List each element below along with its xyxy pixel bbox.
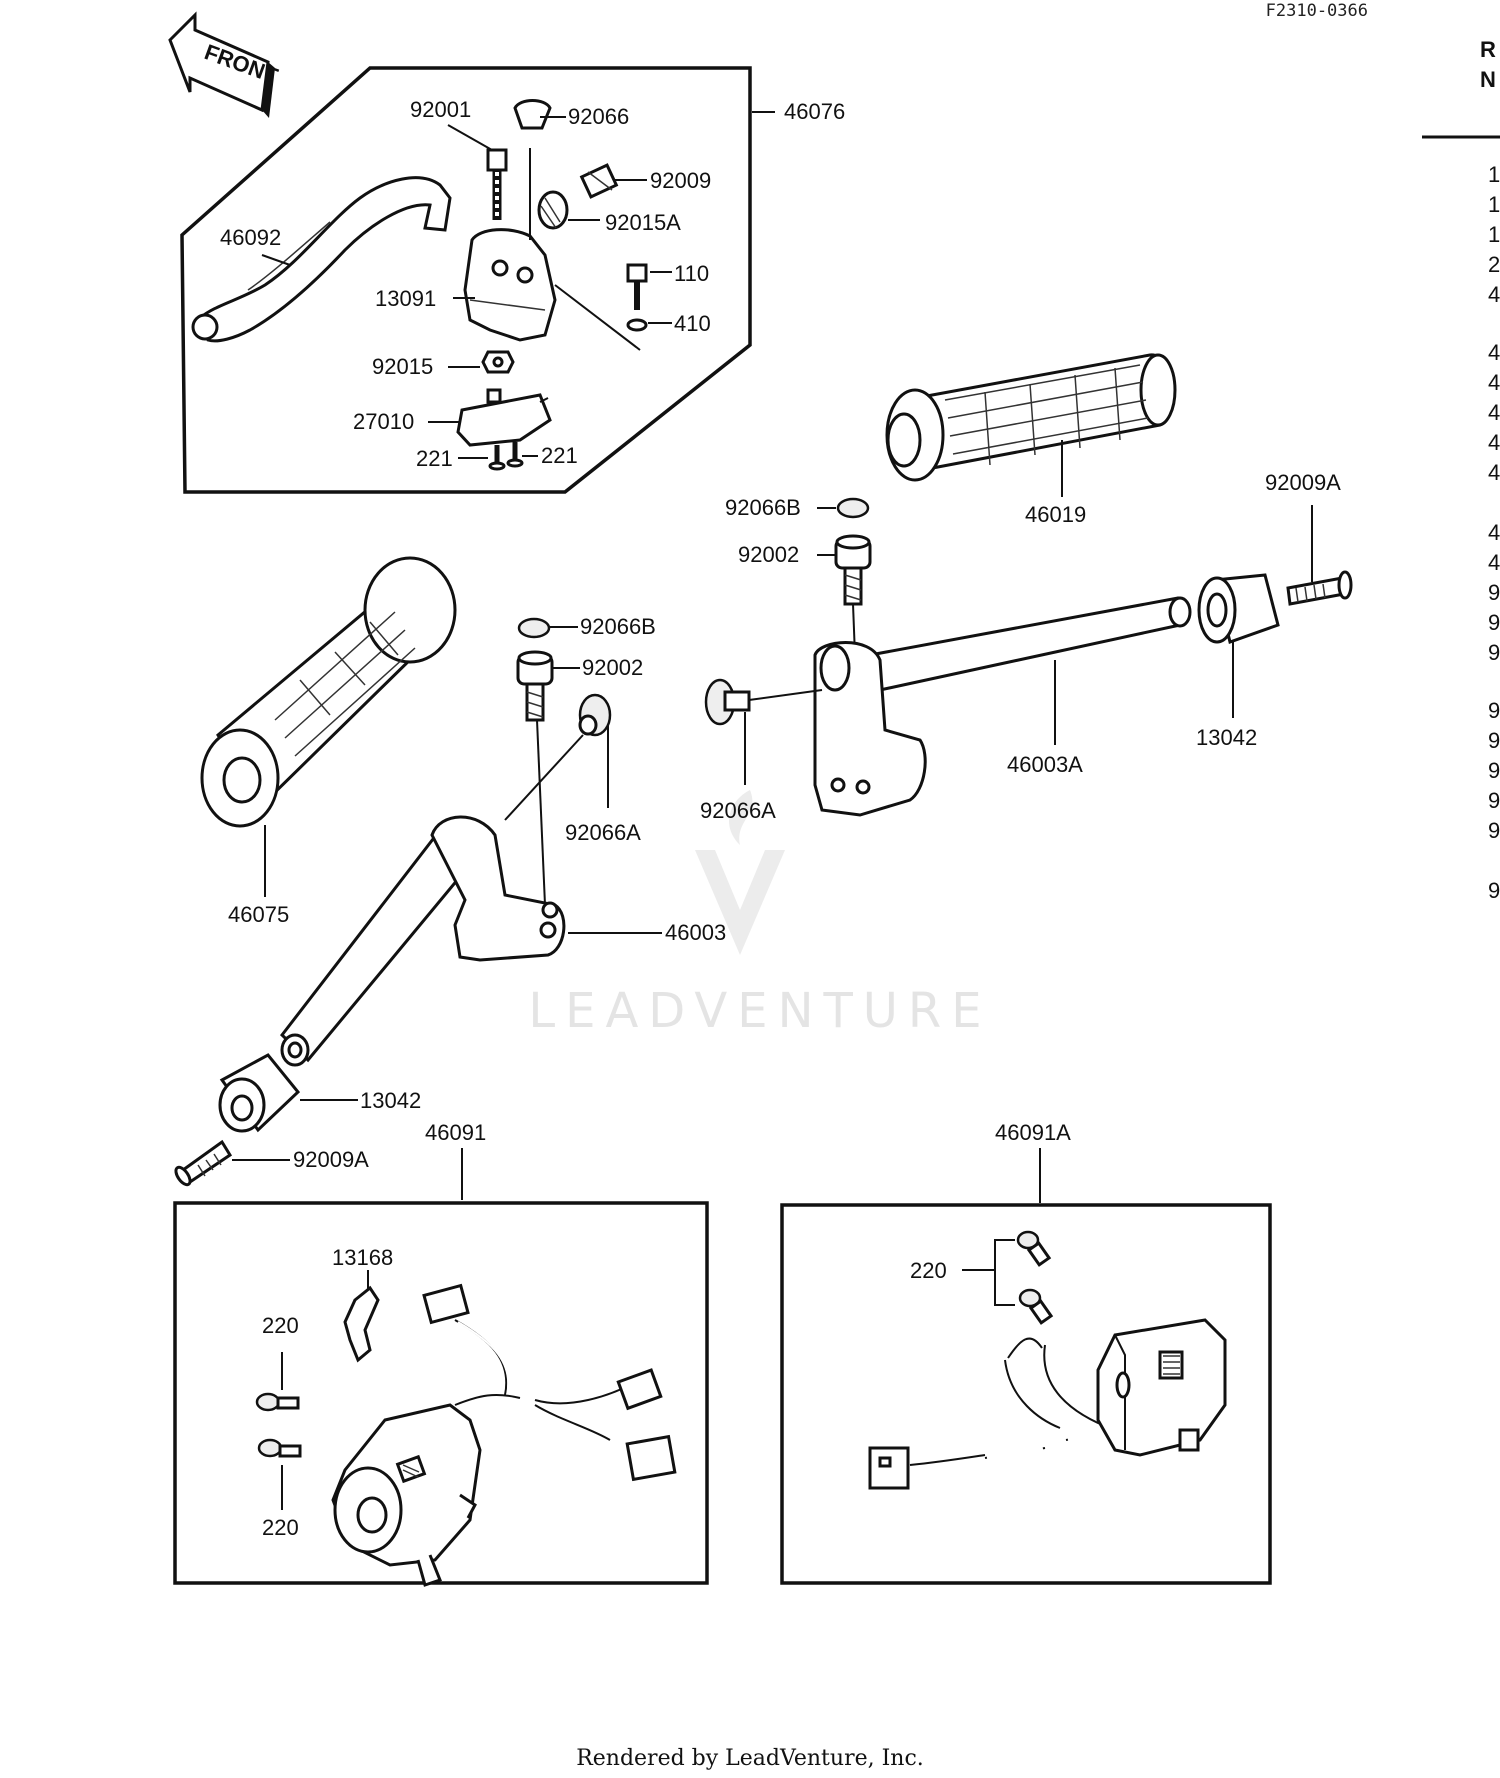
ref-row: 9: [1488, 698, 1500, 723]
callout-92009A-left: 92009A: [293, 1147, 369, 1172]
callout-27010: 27010: [353, 409, 414, 434]
callout-13091: 13091: [375, 286, 436, 311]
ref-header-line1: R: [1480, 37, 1496, 62]
ref-row: 1: [1488, 162, 1500, 187]
callout-13042-left: 13042: [360, 1088, 421, 1113]
bolt-92001: [486, 148, 508, 172]
switch-assembly-46091A: 46091A 220: [780, 1120, 1272, 1585]
ref-row: 4: [1488, 282, 1500, 307]
bracket-13091: [463, 228, 557, 342]
callout-221-left: 221: [416, 446, 453, 471]
footer-credit: Rendered by LeadVenture, Inc.: [576, 1746, 924, 1771]
switch-46091A-frame: [780, 1203, 1272, 1585]
handlebar-46003A: 92066B 92002 92066A 46003A 13042: [700, 470, 1353, 823]
ref-row: 9: [1488, 580, 1500, 605]
callout-92002-left: 92002: [582, 655, 643, 680]
cap-92066B-left: [517, 617, 551, 639]
handlebar-46003: 92066B 92002 92066A 46003 13042: [174, 614, 726, 1187]
ref-row: 9: [1488, 640, 1500, 665]
screw-110: [626, 263, 648, 283]
ref-row: 2: [1488, 252, 1500, 277]
callout-220-right: 220: [910, 1258, 947, 1283]
callout-46091A: 46091A: [995, 1120, 1071, 1145]
ref-row: 9: [1488, 788, 1500, 813]
ref-row: 4: [1488, 460, 1500, 485]
callout-110: 110: [674, 261, 709, 286]
cap-92066: [513, 99, 552, 130]
callout-92066A-left: 92066A: [565, 820, 641, 845]
ref-row: 4: [1488, 430, 1500, 455]
callout-46019: 46019: [1025, 502, 1086, 527]
callout-92066A-right: 92066A: [700, 798, 776, 823]
switch-assembly-46091: 46091 13168 220 220: [173, 1120, 709, 1587]
lever-46092: [198, 176, 452, 343]
callout-410: 410: [674, 311, 711, 336]
callout-46091: 46091: [425, 1120, 486, 1145]
watermark: LEADVENTURE: [528, 790, 991, 1039]
switch-46091-frame: [173, 1201, 709, 1585]
switch-27010: [456, 393, 552, 447]
callout-13042-right: 13042: [1196, 725, 1257, 750]
callout-46076: 46076: [784, 99, 845, 124]
ref-row: 9: [1488, 728, 1500, 753]
ref-row: 4: [1488, 520, 1500, 545]
front-arrow: FRONT: [168, 11, 282, 118]
callout-46092: 46092: [220, 225, 281, 250]
cap-92066B-right: [836, 497, 870, 519]
ref-row: 4: [1488, 400, 1500, 425]
ref-row: 1: [1488, 192, 1500, 217]
callout-13168: 13168: [332, 1245, 393, 1270]
ref-row: 1: [1488, 222, 1500, 247]
callout-92066: 92066: [568, 104, 629, 129]
diagram-code: F2310-0366: [1266, 1, 1368, 21]
callout-220-bottom: 220: [262, 1515, 299, 1540]
callout-220-top: 220: [262, 1313, 299, 1338]
ref-row: 4: [1488, 550, 1500, 575]
callout-221-right: 221: [541, 443, 578, 468]
ref-row: 9: [1488, 758, 1500, 783]
washer-410: [626, 318, 648, 332]
callout-92009A-right: 92009A: [1265, 470, 1341, 495]
callout-92066B-right: 92066B: [725, 495, 801, 520]
lever-assembly-frame: [180, 66, 752, 494]
ref-row: 4: [1488, 370, 1500, 395]
grip-46019: 46019: [885, 353, 1177, 527]
callout-92002-right: 92002: [738, 542, 799, 567]
callout-46075: 46075: [228, 902, 289, 927]
grip-46075: 46075: [200, 556, 457, 927]
clip-13168: [343, 1285, 380, 1363]
callout-92015A: 92015A: [605, 210, 681, 235]
callout-92001: 92001: [410, 97, 471, 122]
ref-header-line2: N: [1480, 67, 1496, 92]
ref-row: 9: [1488, 610, 1500, 635]
callout-92009: 92009: [650, 168, 711, 193]
callout-46003: 46003: [665, 920, 726, 945]
ref-row: 4: [1488, 340, 1500, 365]
ref-row: 9: [1488, 878, 1500, 903]
lever-assembly-46076: 92001 92066 46076 92009 92015A 46092 110…: [180, 66, 845, 494]
callout-92015: 92015: [372, 354, 433, 379]
ref-row: 9: [1488, 818, 1500, 843]
callout-92066B-left: 92066B: [580, 614, 656, 639]
watermark-text: LEADVENTURE: [528, 983, 991, 1039]
ref-column: R N 1 1 1 2 4 4 4 4 4 4 4 4 9 9 9 9 9 9 9 9 9: [1422, 37, 1500, 903]
callout-46003A: 46003A: [1007, 752, 1083, 777]
